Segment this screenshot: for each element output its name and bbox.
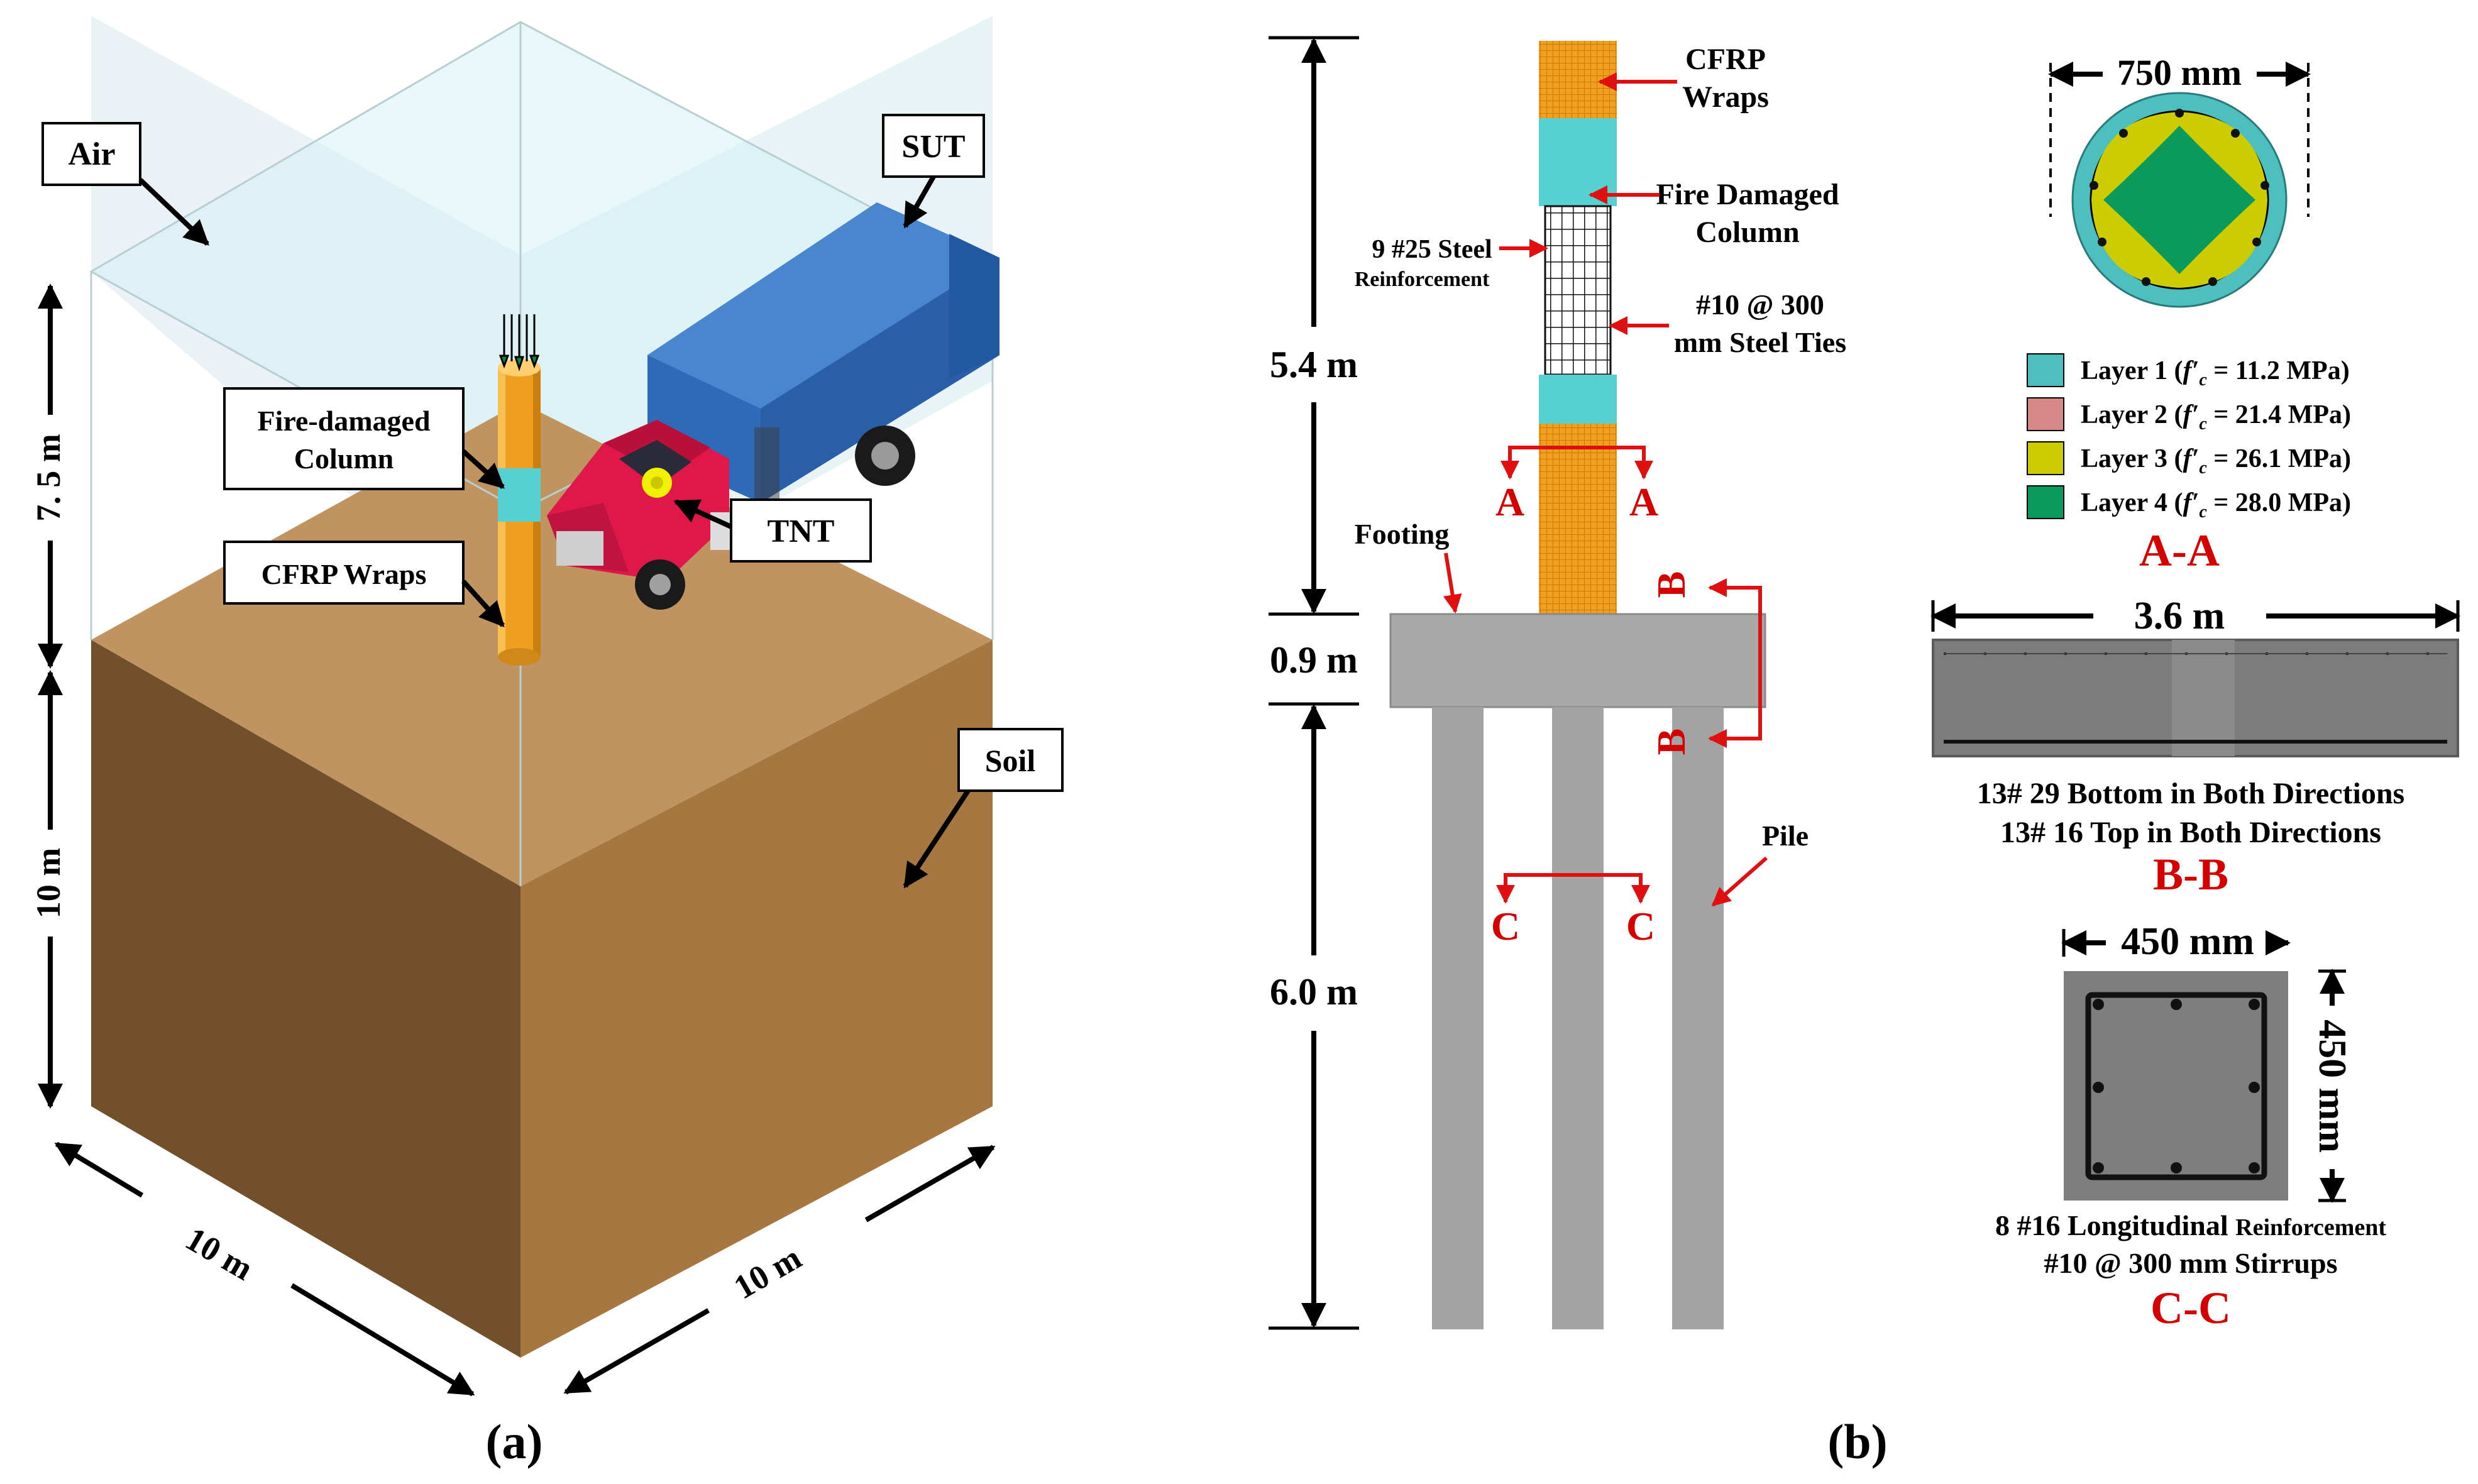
air-label-box — [41, 122, 141, 186]
cc-stirrup — [2085, 992, 2267, 1180]
column-rebar-cage — [1544, 205, 1612, 376]
section-bb: 3.6 m 13# 29 Bottom in Both Directions 1… — [1930, 595, 2460, 899]
cc-note-2: #10 @ 300 mm Stirrups — [2044, 1247, 2337, 1279]
footing-label: Footing — [1355, 518, 1450, 550]
pile-pointer — [1711, 856, 1768, 907]
section-cut-c: C C — [1491, 873, 1655, 948]
svg-text:Layer 4 (f′c = 28.0 MPa): Layer 4 (f′c = 28.0 MPa) — [2081, 488, 2351, 522]
cfrp-arrow — [461, 580, 505, 627]
tnt-arrow — [673, 499, 732, 529]
cc-title: C-C — [2150, 1283, 2231, 1333]
cfrp-label-box — [223, 541, 465, 605]
svg-text:Layer 2 (f′c = 21.4 MPa): Layer 2 (f′c = 21.4 MPa) — [2081, 400, 2351, 434]
column-cfrp-top — [1539, 41, 1617, 118]
footing — [1389, 613, 1766, 708]
aa-legend: Layer 1 (f′c = 11.2 MPa) Layer 2 (f′c = … — [2027, 353, 2351, 522]
cc-width-label: 450 mm — [2121, 920, 2254, 963]
section-cut-a: A A — [1495, 446, 1658, 524]
pile-label: Pile — [1762, 820, 1809, 852]
section-cc: 450 mm 450 mm 8 #16 Longitudinal Reinfor… — [1995, 920, 2386, 1333]
footing-pointer — [1443, 552, 1462, 613]
sut-label: SUT — [901, 129, 965, 165]
vertical-dimensions — [1269, 36, 1359, 1330]
legend-swatch-4 — [2027, 485, 2064, 519]
column-fire-zone-bottom — [1539, 375, 1617, 424]
svg-text:C: C — [1491, 904, 1520, 948]
tnt-label-box — [730, 498, 872, 563]
cfrp-label: CFRP Wraps — [262, 558, 427, 590]
footing-thickness-label: 0.9 m — [1270, 639, 1358, 681]
svg-text:A: A — [1629, 480, 1658, 524]
soil-label-box — [957, 728, 1064, 792]
svg-text:B: B — [1649, 571, 1693, 598]
cc-rebars — [2093, 999, 2260, 1173]
soil-top-face — [91, 402, 993, 886]
legend-swatch-2 — [2027, 397, 2064, 431]
column-height-label: 5.4 m — [1270, 344, 1358, 385]
soil-depth-label: 10 m — [30, 848, 67, 919]
bb-width-label: 3.6 m — [2134, 595, 2225, 637]
aa-layer-4 — [2103, 126, 2255, 274]
svg-text:A: A — [1495, 480, 1524, 524]
bb-note-1: 13# 29 Bottom in Both Directions — [1977, 777, 2404, 810]
aa-title: A-A — [2139, 525, 2220, 576]
soil-arrow — [903, 789, 971, 889]
legend-swatch-1 — [2027, 353, 2064, 387]
fire-damaged-arrow — [461, 449, 505, 489]
cfrp-label-2: Wraps — [1682, 80, 1769, 114]
cfrp-label-1: CFRP — [1685, 43, 1766, 76]
section-aa: 750 mm Layer 1 (f′c = 11.2 MPa) Layer 2 … — [2027, 52, 2351, 576]
cc-height-label: 450 mm — [2311, 1020, 2354, 1153]
panel-b: 5.4 m 0.9 m 6.0 m CFRP Wraps Fire Damage… — [1269, 36, 1888, 1469]
fire-damaged-column — [498, 314, 541, 666]
fire-damaged-label-2: Column — [294, 442, 394, 475]
axial-load-icon — [498, 314, 540, 371]
air-arrow — [138, 178, 209, 246]
air-height-label: 7. 5 m — [30, 434, 67, 522]
sut-label-box — [882, 114, 985, 178]
soil-label: Soil — [985, 743, 1036, 778]
legend-swatch-3 — [2027, 441, 2064, 475]
pile-1 — [1432, 707, 1484, 1329]
fire-zone — [498, 468, 541, 522]
column-cfrp-bottom — [1539, 424, 1617, 614]
bb-note-2: 13# 16 Top in Both Directions — [2000, 816, 2381, 849]
steel-reinf-label-2: Reinforcement — [1355, 268, 1490, 291]
panel-a-caption: (a) — [486, 1414, 543, 1469]
sut-truck — [547, 202, 999, 610]
svg-text:C: C — [1626, 904, 1655, 948]
panel-b-caption: (b) — [1827, 1414, 1887, 1469]
ties-label-1: #10 @ 300 — [1696, 289, 1824, 321]
air-label: Air — [68, 136, 115, 172]
section-cut-b: B B — [1649, 571, 1762, 756]
svg-text:B: B — [1649, 728, 1693, 756]
fire-damaged-label-2: Column — [1695, 216, 1799, 249]
bb-title: B-B — [2153, 849, 2228, 899]
pile-length-label: 6.0 m — [1270, 971, 1358, 1013]
fire-damaged-label-box — [223, 387, 465, 490]
fire-damaged-label-1: Fire Damaged — [1656, 178, 1839, 211]
svg-text:Layer 1 (f′c = 11.2 MPa): Layer 1 (f′c = 11.2 MPa) — [2081, 356, 2350, 390]
cc-note-1: 8 #16 Longitudinal Reinforcement — [1995, 1209, 2386, 1241]
tnt-label: TNT — [768, 514, 835, 549]
pile-3 — [1672, 707, 1724, 1329]
ties-label-2: mm Steel Ties — [1674, 326, 1846, 358]
steel-reinf-label-1: 9 #25 Steel — [1372, 235, 1492, 264]
panel-a: Air SUT Fire-damaged Column TNT CFRP Wra… — [25, 16, 1064, 1469]
svg-text:Layer 3 (f′c = 26.1 MPa): Layer 3 (f′c = 26.1 MPa) — [2081, 444, 2351, 478]
pile-2 — [1552, 707, 1604, 1329]
aa-diameter-label: 750 mm — [2117, 52, 2242, 93]
fire-damaged-label-1: Fire-damaged — [257, 405, 431, 437]
sut-arrow — [903, 175, 936, 229]
aa-rebars — [2090, 109, 2269, 286]
